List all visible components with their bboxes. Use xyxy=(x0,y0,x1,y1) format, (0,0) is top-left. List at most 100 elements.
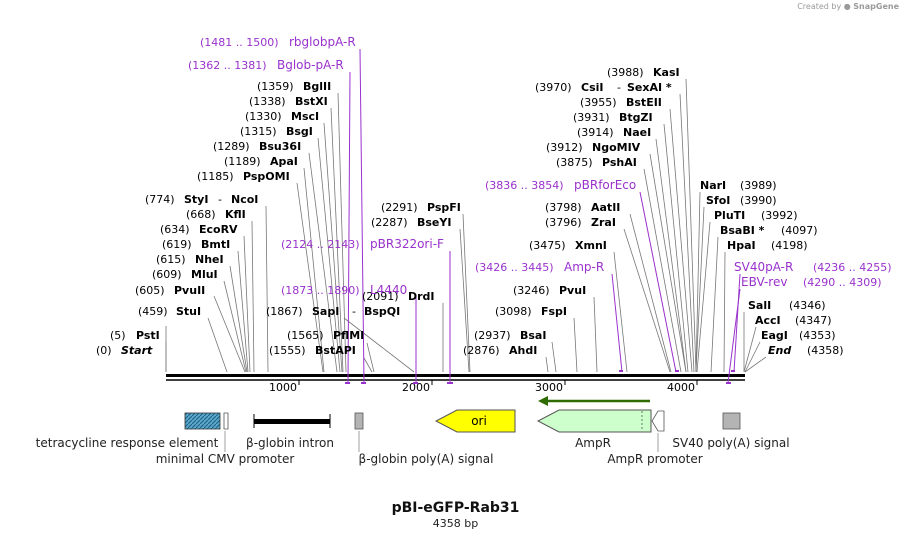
feature-label: β-globin poly(A) signal xyxy=(359,452,494,466)
svg-text:-: - xyxy=(617,81,621,94)
ruler-tick-label: 2000 xyxy=(402,381,430,394)
site-name: ApaI xyxy=(270,155,298,168)
site-pos: (1189) xyxy=(224,155,261,168)
site-pos: (3990) xyxy=(740,194,777,207)
site-pos: (609) xyxy=(152,268,182,281)
site-name: NgoMIV xyxy=(592,141,641,154)
site-name: NarI xyxy=(700,179,726,192)
primer-range: (1873 .. 1890) xyxy=(281,284,360,297)
site-pos: (1185) xyxy=(197,170,234,183)
site-pos: (1359) xyxy=(257,80,294,93)
site-pos: (5) xyxy=(110,329,126,342)
site-pos: (2287) xyxy=(371,216,408,229)
site-name: AhdI xyxy=(509,344,537,357)
feature-label: minimal CMV promoter xyxy=(156,452,295,466)
site-name: XmnI xyxy=(575,239,607,252)
credit-brand: SnapGene xyxy=(853,2,899,11)
primer-range: (3836 .. 3854) xyxy=(485,179,564,192)
site-name: BmtI xyxy=(201,238,230,251)
site-name: SapI xyxy=(312,305,339,318)
credit-prefix: Created by xyxy=(797,2,842,11)
site-name: BseYI xyxy=(417,216,451,229)
primer-range: (4236 .. 4255) xyxy=(813,261,892,274)
sequence-backbone xyxy=(166,374,745,381)
site-pos: (4358) xyxy=(807,344,844,357)
features-track: ori xyxy=(184,396,741,433)
site-pos: (4097) xyxy=(781,224,818,237)
site-name: BsaBI * xyxy=(720,224,765,237)
site-name: SalI xyxy=(748,299,771,312)
ori-arrow xyxy=(434,409,516,433)
site-pos: (3098) xyxy=(495,305,532,318)
ruler-tick-label: 4000 xyxy=(667,381,695,394)
site-name: PluTI xyxy=(714,209,745,222)
ruler-tick-label: 1000 xyxy=(269,381,297,394)
site-name: KflI xyxy=(225,208,246,221)
site-pos: (3955) xyxy=(580,96,617,109)
site-name: MscI xyxy=(291,110,319,123)
beta-globin-polya-box xyxy=(354,412,364,430)
site-pos: (4353) xyxy=(799,329,836,342)
primer-connectors xyxy=(347,48,741,384)
site-name: SfoI xyxy=(706,194,730,207)
site-name: AccI xyxy=(755,314,781,327)
site-name: PstI xyxy=(136,329,160,342)
site-name: PspFI xyxy=(427,201,461,214)
primer-labels: (1481 .. 1500) rbglobpA-R (1362 .. 1381)… xyxy=(188,35,892,297)
site-name: PflMI xyxy=(333,329,364,342)
site-name: BtgZI xyxy=(619,111,653,124)
site-name: SexAI * xyxy=(627,81,672,94)
ampr-promoter-arrow xyxy=(651,410,665,432)
snapgene-credit: Created by ● SnapGene xyxy=(797,2,899,11)
beta-globin-intron-bar xyxy=(254,419,330,424)
site-name: BstAPI xyxy=(315,344,356,357)
site-pos: (1867) xyxy=(266,305,303,318)
site-labels: (0) Start (5) PstI (459) StuI (605) PvuI… xyxy=(96,66,844,357)
plasmid-name: pBI-eGFP-Rab31 xyxy=(391,500,520,516)
site-pos: (3796) xyxy=(545,216,582,229)
feature-label: SV40 poly(A) signal xyxy=(672,436,789,450)
site-name: KasI xyxy=(653,66,680,79)
site-pos: (1338) xyxy=(249,95,286,108)
site-name: HpaI xyxy=(727,239,756,252)
site-pos: (605) xyxy=(135,284,165,297)
primer-name: SV40pA-R xyxy=(734,260,793,274)
site-name: BsgI xyxy=(286,125,313,138)
site-name: NaeI xyxy=(623,126,651,139)
site-pos: (774) xyxy=(145,193,175,206)
site-name: BstXI xyxy=(295,95,328,108)
site-name: StyI xyxy=(184,193,208,206)
site-name: MluI xyxy=(191,268,218,281)
site-name: NheI xyxy=(195,253,224,266)
site-pos: (2876) xyxy=(463,344,500,357)
snapgene-logo-icon: ● xyxy=(843,2,851,11)
primer-range: (3426 .. 3445) xyxy=(475,261,554,274)
site-pos: (3798) xyxy=(545,201,582,214)
site-pos: (4198) xyxy=(771,239,808,252)
site-pos: (1289) xyxy=(213,140,250,153)
primer-name: pBR322ori-F xyxy=(370,237,444,251)
site-name: End xyxy=(768,344,791,357)
plasmid-length: 4358 bp xyxy=(432,517,479,530)
site-name: CsiI xyxy=(581,81,603,94)
site-pos: (634) xyxy=(160,223,190,236)
primer-range: (1481 .. 1500) xyxy=(200,36,279,49)
site-pos: (615) xyxy=(156,253,186,266)
site-pos: (619) xyxy=(162,238,192,251)
primer-marks xyxy=(345,370,735,384)
site-pos: (3989) xyxy=(740,179,777,192)
tetracycline-response-element-box xyxy=(184,412,221,430)
site-pos: (1555) xyxy=(269,344,306,357)
site-name: NcoI xyxy=(231,193,258,206)
site-pos: (3875) xyxy=(556,156,593,169)
site-pos: (3914) xyxy=(577,126,614,139)
site-name: BglII xyxy=(303,80,331,93)
site-connectors xyxy=(165,78,767,373)
site-pos: (1330) xyxy=(245,110,282,123)
site-pos: (3970) xyxy=(535,81,572,94)
site-pos: (2091) xyxy=(362,290,399,303)
site-name: EcoRV xyxy=(199,223,238,236)
site-name: PvuII xyxy=(174,284,205,297)
site-name: PvuI xyxy=(559,284,586,297)
